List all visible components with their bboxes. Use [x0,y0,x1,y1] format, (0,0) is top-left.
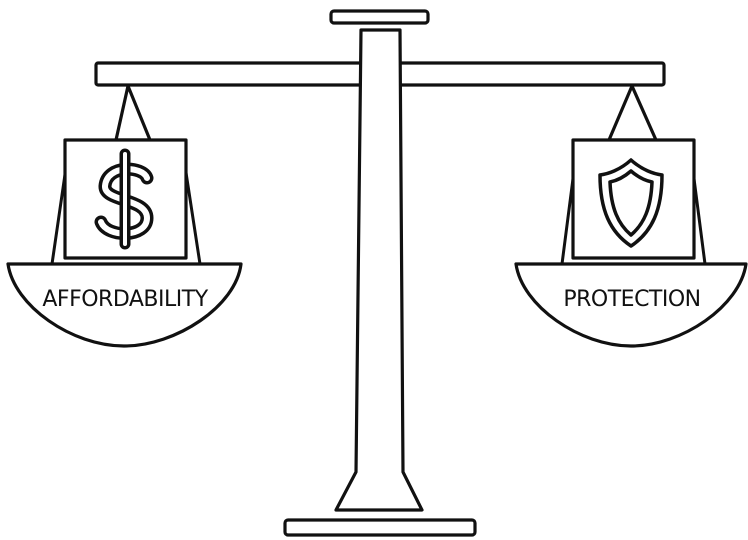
left-pan-label: AFFORDABILITY [42,287,208,312]
dollar-sign-icon [94,148,154,250]
right-pan-assembly: PROTECTION [514,84,748,348]
left-pan-assembly: AFFORDABILITY [6,84,243,348]
left-hanger [114,84,152,142]
top-finial [329,9,430,25]
scale-pillar [334,28,424,512]
right-hanger [607,84,658,142]
right-pan [514,262,748,348]
shield-icon [598,158,664,248]
right-pan-label: PROTECTION [563,287,700,312]
left-pan [6,262,243,348]
scale-base [283,518,477,537]
